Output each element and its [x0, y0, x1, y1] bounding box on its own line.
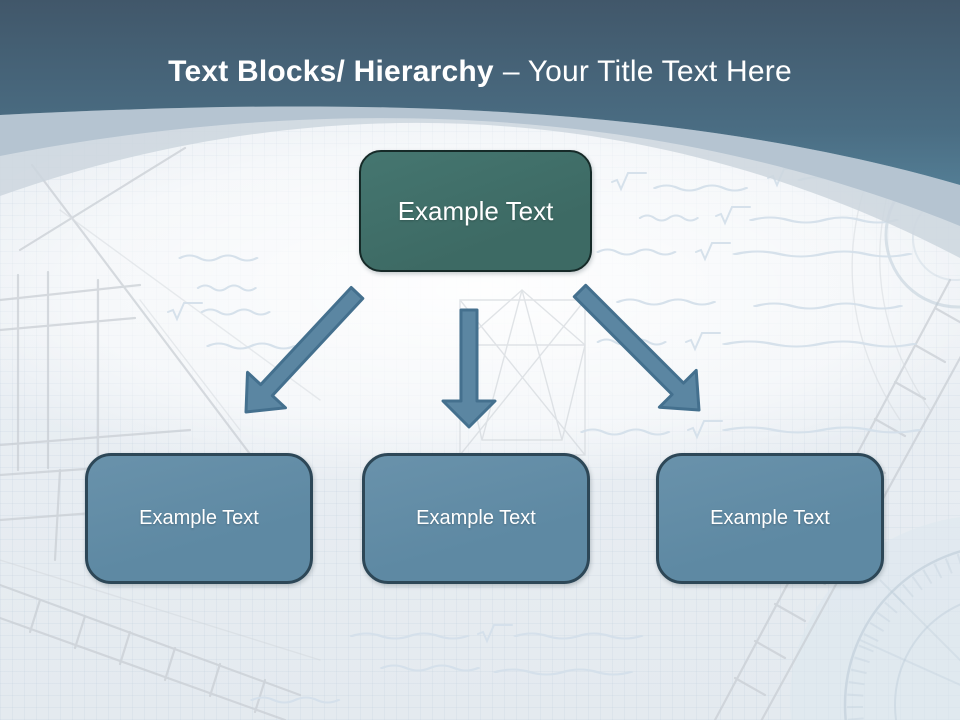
- rail-sketch-left: [0, 559, 321, 720]
- child-node-label: Example Text: [139, 507, 259, 529]
- arrow-down-left-icon: [244, 286, 365, 414]
- root-node: Example Text: [359, 150, 592, 272]
- header-ribbon: [0, 106, 960, 226]
- child-node-label: Example Text: [416, 507, 536, 529]
- title-secondary: – Your Title Text Here: [502, 55, 792, 88]
- arrow-down-icon: [441, 308, 497, 429]
- slide-title: Text Blocks/ Hierarchy– Your Title Text …: [0, 52, 960, 92]
- header-band: [0, 0, 960, 258]
- child-node-label: Example Text: [710, 507, 830, 529]
- child-node-2: Example Text: [362, 453, 590, 584]
- child-node-3: Example Text: [656, 453, 884, 584]
- arrow-down-right-icon: [572, 283, 701, 412]
- header-curve: [0, 0, 960, 185]
- root-node-label: Example Text: [397, 195, 554, 226]
- title-primary: Text Blocks/ Hierarchy: [168, 55, 494, 88]
- polyhedron-sketch: [459, 289, 586, 456]
- child-node-1: Example Text: [85, 453, 313, 584]
